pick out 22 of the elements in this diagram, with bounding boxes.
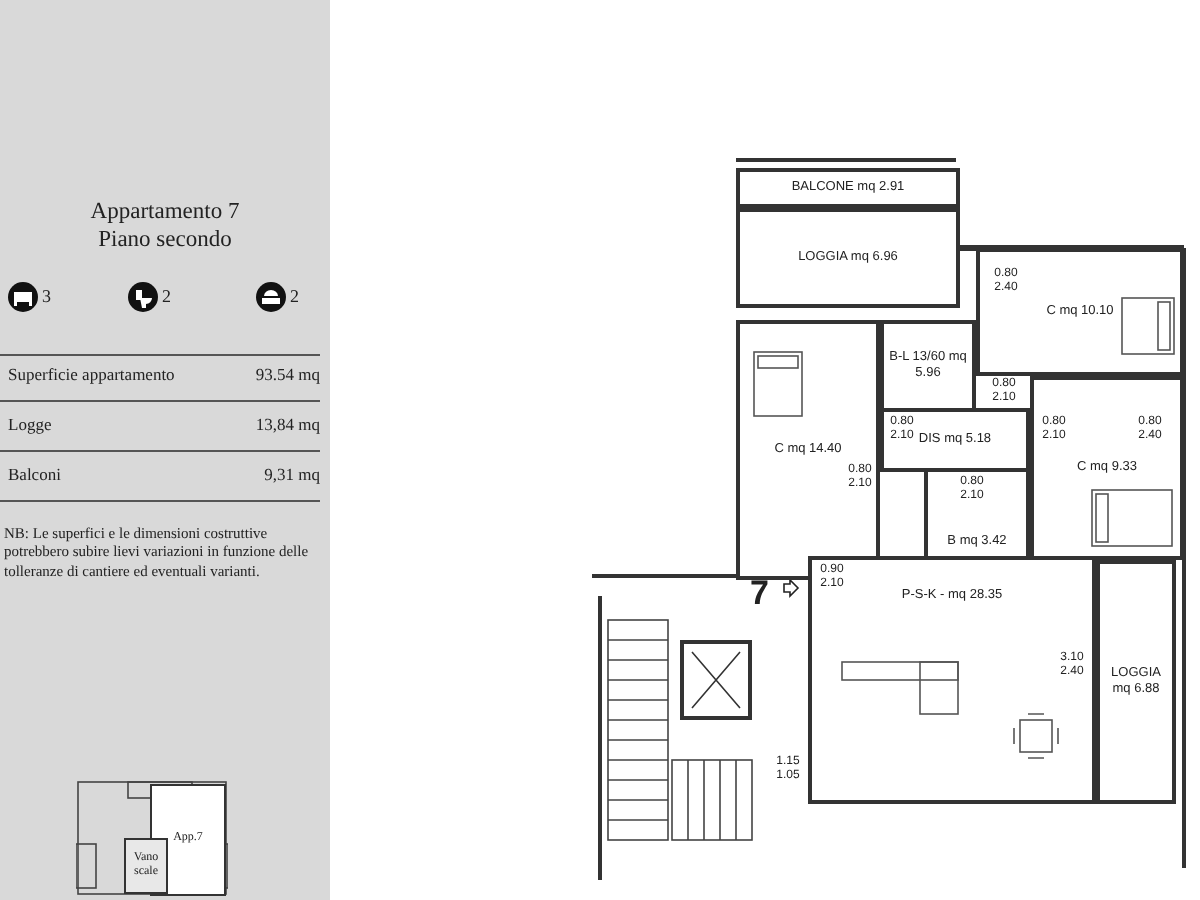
balcony-area	[736, 168, 960, 208]
table-cell-text: Balconi	[8, 464, 63, 486]
bathroom-area	[880, 320, 976, 412]
bedroom-area	[1030, 376, 1184, 560]
bedroom-area	[736, 320, 880, 580]
table-cell-text: Superficie appartamento	[8, 364, 177, 386]
apartment-heading: Appartamento 7 Piano secondo	[88, 200, 242, 256]
count-label: 3	[42, 286, 53, 309]
count-label: 2	[290, 286, 301, 309]
hallway-area	[880, 408, 1030, 472]
count-label: 2	[162, 286, 173, 309]
table-cell-text: 13,84 mq	[253, 414, 320, 436]
table-cell-text: 9,31 mq	[262, 464, 320, 486]
bathroom-area	[924, 468, 1030, 560]
table-cell-text: Logge	[8, 414, 54, 436]
entrance-number: 7	[750, 572, 771, 615]
table-cell-text: 93.54 mq	[253, 364, 320, 386]
loggia-area	[1096, 560, 1176, 804]
stairwell-area	[124, 838, 168, 894]
bedroom-area	[976, 248, 1184, 376]
loggia-area	[736, 208, 960, 308]
living-kitchen-area	[808, 556, 1096, 804]
